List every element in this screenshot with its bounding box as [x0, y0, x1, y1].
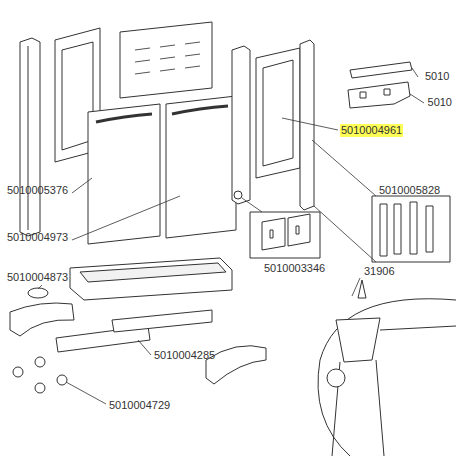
- part-number: 5010004285: [153, 349, 216, 362]
- part-number: 5010: [424, 70, 450, 83]
- part-number: 5010: [427, 96, 453, 109]
- part-number: 5010004973: [6, 231, 69, 244]
- part-number: 5010004873: [6, 271, 69, 284]
- part-number: 31906: [363, 265, 396, 278]
- part-number: 5010005376: [6, 184, 69, 197]
- part-number: 5010005828: [378, 184, 441, 197]
- part-number: 5010004729: [108, 399, 171, 412]
- highlighted-part-number: 5010004961: [340, 124, 403, 137]
- part-number: 5010003346: [263, 262, 326, 275]
